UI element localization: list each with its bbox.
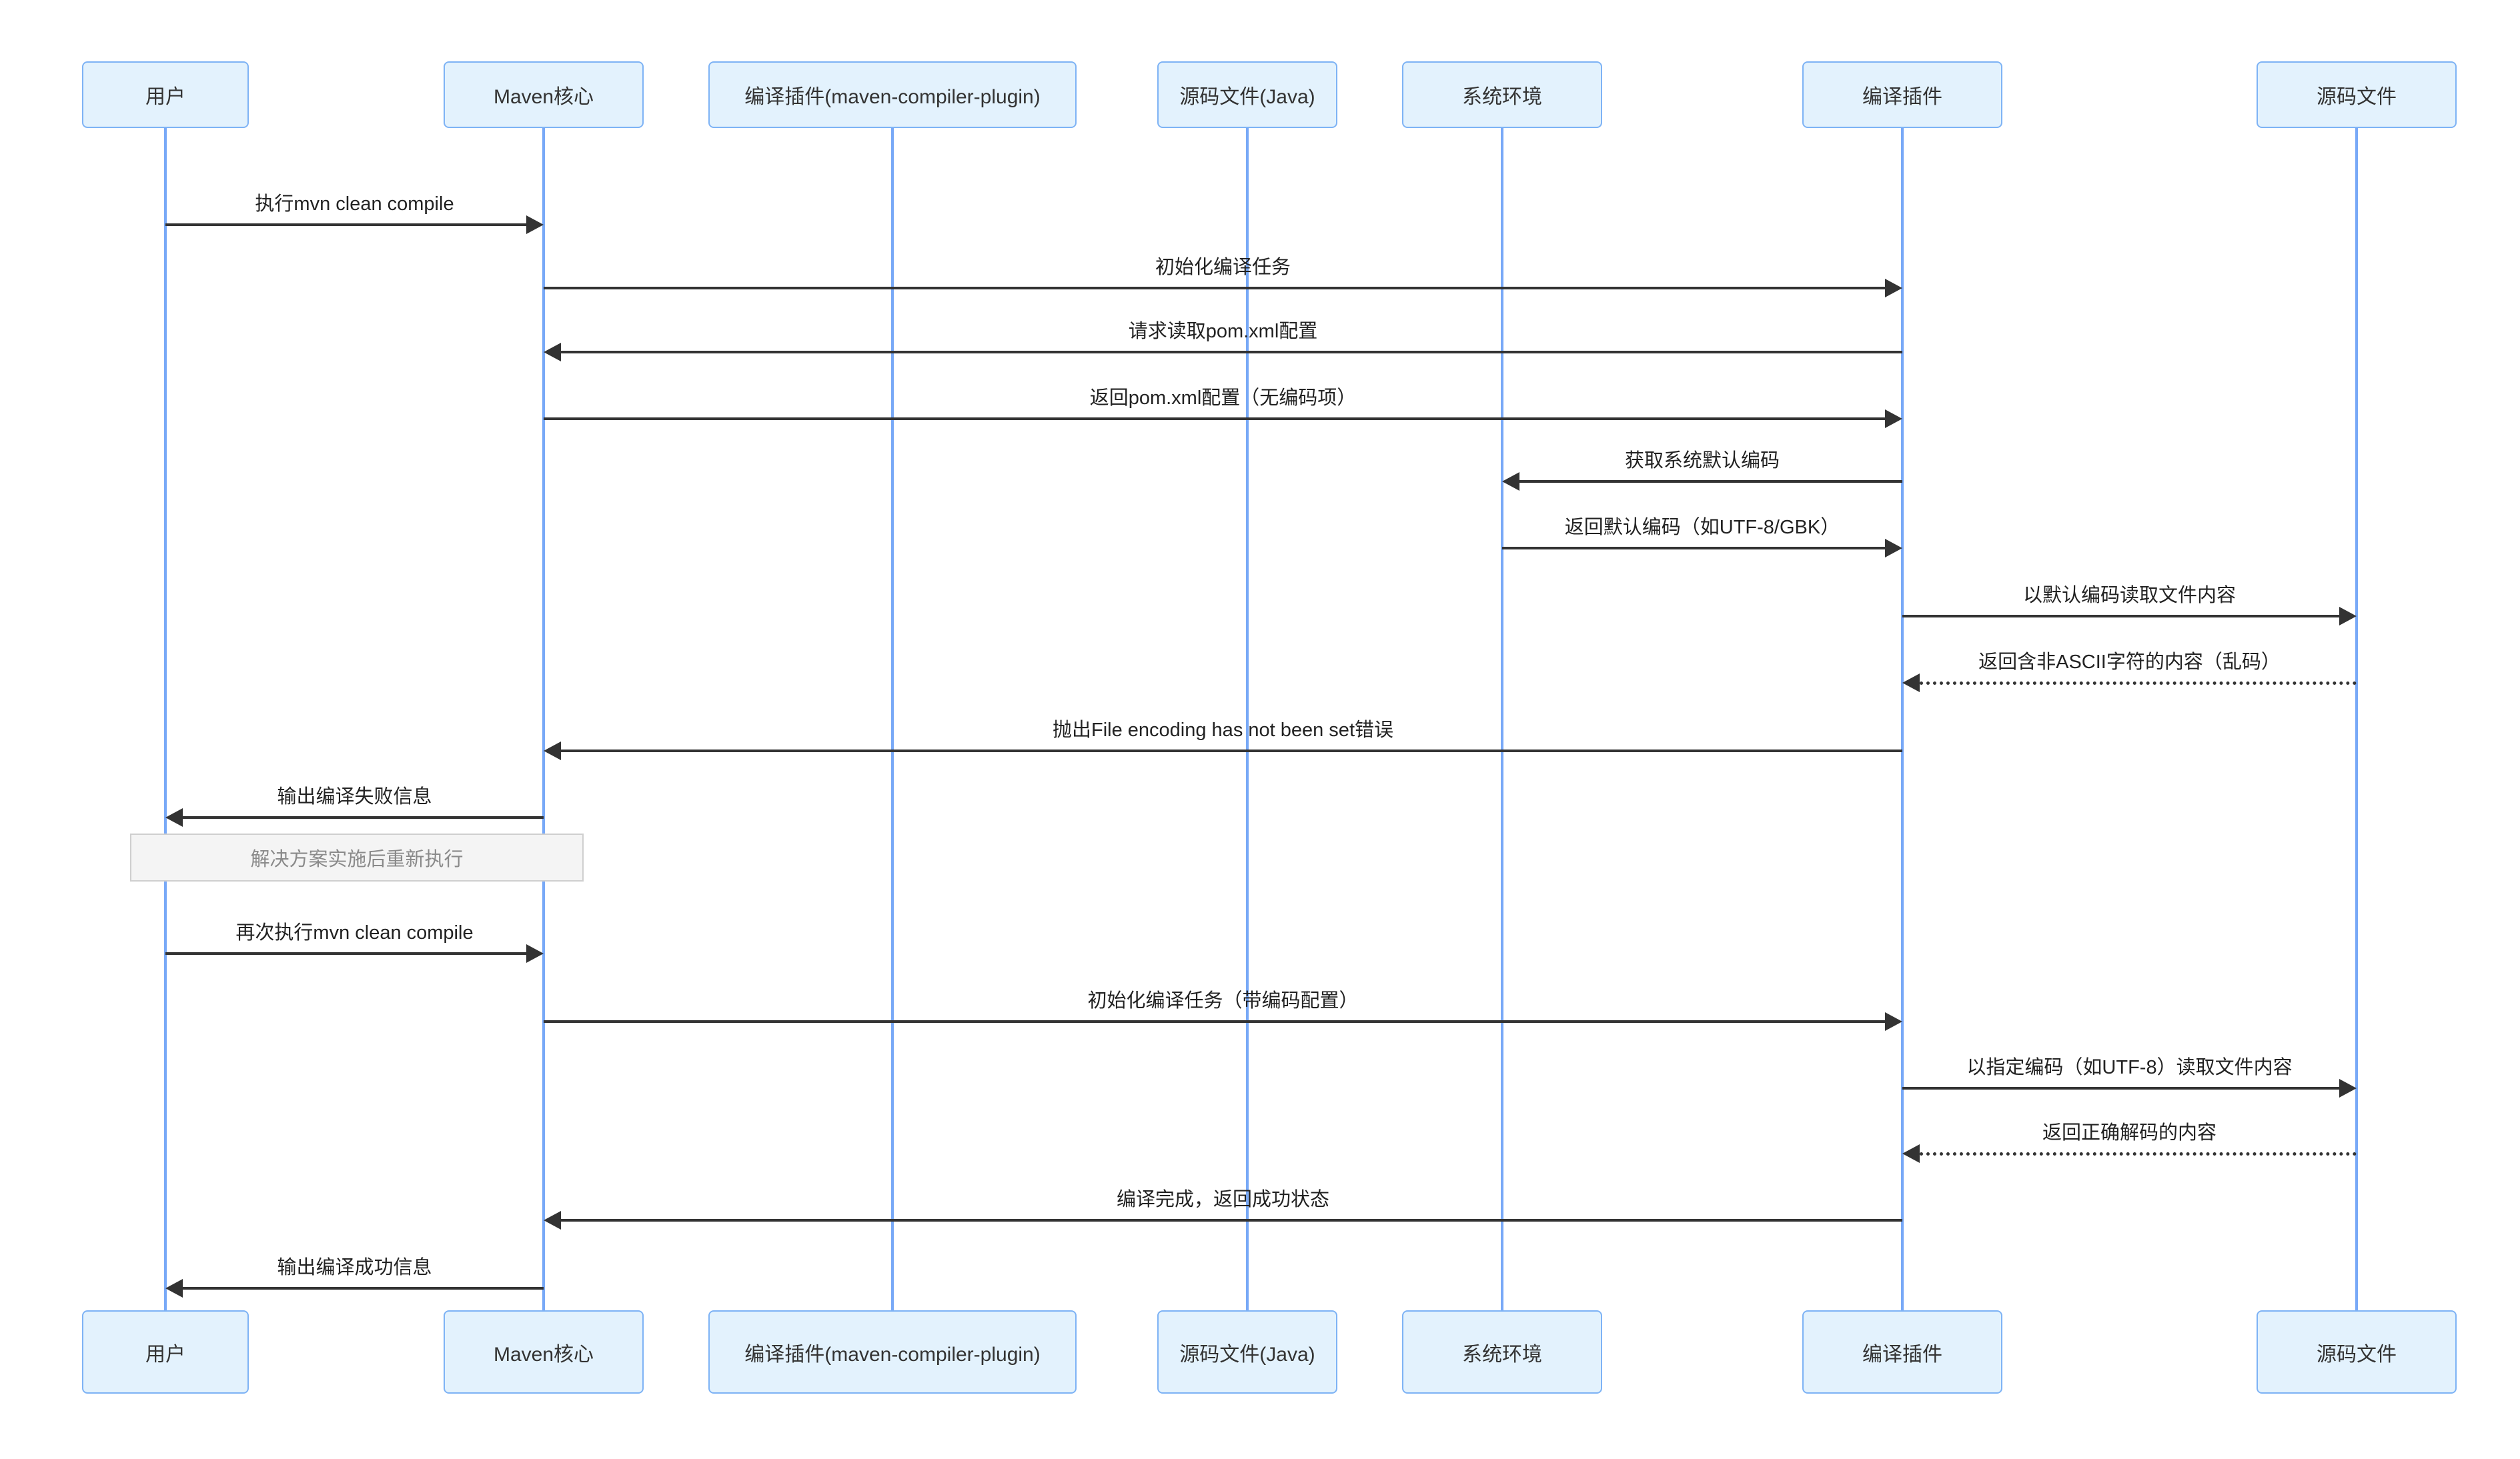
participant-srcfile-bottom[interactable]: 源码文件 [2257, 1310, 2457, 1394]
participant-maven-bottom[interactable]: Maven核心 [444, 1310, 644, 1394]
participant-sysenv-top[interactable]: 系统环境 [1402, 61, 1602, 128]
message-line-m16 [183, 1287, 544, 1290]
message-line-m5 [1519, 480, 1902, 483]
message-arrowhead-m4 [1885, 409, 1902, 428]
message-arrowhead-m1 [526, 215, 544, 234]
participant-user-bottom[interactable]: 用户 [82, 1310, 249, 1394]
lifeline-user [164, 128, 167, 1310]
lifeline-plugin1 [891, 128, 894, 1310]
message-label-m9: 抛出File encoding has not been set错误 [1053, 719, 1393, 741]
participant-label: 编译插件(maven-compiler-plugin) [744, 1343, 1041, 1366]
message-label-m11: 再次执行mvn clean compile [235, 922, 474, 944]
message-line-m1 [165, 223, 526, 226]
message-line-m14 [1920, 1152, 2357, 1156]
participant-srcjava-top[interactable]: 源码文件(Java) [1157, 61, 1337, 128]
message-line-m10 [183, 816, 544, 819]
message-arrowhead-m8 [1902, 673, 1920, 692]
participant-label: 源码文件(Java) [1179, 1343, 1315, 1366]
message-label-m12: 初始化编译任务（带编码配置） [1087, 990, 1359, 1012]
message-label-m2: 初始化编译任务 [1155, 257, 1291, 278]
participant-label: 系统环境 [1462, 1343, 1542, 1366]
message-label-m3: 请求读取pom.xml配置 [1128, 321, 1318, 342]
note-label: 解决方案实施后重新执行 [250, 849, 464, 870]
participant-label: 源码文件(Java) [1179, 86, 1315, 108]
participant-label: 编译插件(maven-compiler-plugin) [744, 86, 1041, 108]
message-arrowhead-m15 [544, 1211, 561, 1230]
message-arrowhead-m9 [544, 742, 561, 760]
message-label-m1: 执行mvn clean compile [255, 193, 454, 215]
participant-plugin2-bottom[interactable]: 编译插件 [1802, 1310, 2002, 1394]
participant-label: Maven核心 [493, 1343, 594, 1366]
message-label-m5: 获取系统默认编码 [1624, 450, 1780, 471]
message-label-m6: 返回默认编码（如UTF-8/GBK） [1564, 517, 1840, 538]
message-line-m13 [1902, 1087, 2339, 1090]
message-line-m7 [1902, 615, 2339, 617]
message-label-m4: 返回pom.xml配置（无编码项） [1089, 387, 1357, 409]
message-arrowhead-m2 [1885, 279, 1902, 297]
lifeline-plugin2 [1901, 128, 1904, 1310]
message-arrowhead-m3 [544, 343, 561, 361]
message-line-m15 [561, 1219, 1902, 1222]
message-line-m8 [1920, 681, 2357, 685]
message-label-m15: 编译完成，返回成功状态 [1116, 1189, 1330, 1210]
participant-label: 源码文件 [2317, 86, 2397, 108]
message-arrowhead-m6 [1885, 539, 1902, 557]
participant-plugin2-top[interactable]: 编译插件 [1802, 61, 2002, 128]
participant-user-top[interactable]: 用户 [82, 61, 249, 128]
participant-sysenv-bottom[interactable]: 系统环境 [1402, 1310, 1602, 1394]
participant-label: 源码文件 [2317, 1343, 2397, 1366]
participant-label: 编译插件 [1862, 1343, 1942, 1366]
participant-maven-top[interactable]: Maven核心 [444, 61, 644, 128]
message-arrowhead-m16 [165, 1279, 183, 1298]
participant-label: Maven核心 [493, 86, 594, 108]
note-n1: 解决方案实施后重新执行 [130, 834, 584, 882]
message-arrowhead-m5 [1502, 472, 1519, 491]
participant-plugin1-bottom[interactable]: 编译插件(maven-compiler-plugin) [708, 1310, 1077, 1394]
message-label-m13: 以指定编码（如UTF-8）读取文件内容 [1966, 1057, 2293, 1078]
message-line-m2 [544, 287, 1885, 289]
message-line-m11 [165, 952, 526, 955]
participant-label: 用户 [145, 1343, 185, 1366]
message-arrowhead-m12 [1885, 1012, 1902, 1031]
message-label-m8: 返回含非ASCII字符的内容（乱码） [1978, 651, 2281, 673]
message-label-m10: 输出编译失败信息 [277, 786, 432, 808]
message-arrowhead-m13 [2339, 1079, 2357, 1098]
message-arrowhead-m11 [526, 944, 544, 963]
lifeline-sysenv [1501, 128, 1503, 1310]
message-arrowhead-m10 [165, 808, 183, 827]
message-line-m9 [561, 750, 1902, 752]
participant-plugin1-top[interactable]: 编译插件(maven-compiler-plugin) [708, 61, 1077, 128]
lifeline-srcfile [2355, 128, 2358, 1310]
lifeline-maven [542, 128, 545, 1310]
message-line-m6 [1502, 547, 1885, 549]
participant-label: 系统环境 [1462, 86, 1542, 108]
participant-srcfile-top[interactable]: 源码文件 [2257, 61, 2457, 128]
message-line-m4 [544, 417, 1885, 420]
message-arrowhead-m14 [1902, 1144, 1920, 1163]
message-label-m7: 以默认编码读取文件内容 [2022, 585, 2237, 606]
message-label-m16: 输出编译成功信息 [277, 1257, 432, 1278]
participant-label: 编译插件 [1862, 86, 1942, 108]
message-line-m3 [561, 351, 1902, 353]
message-arrowhead-m7 [2339, 607, 2357, 625]
participant-label: 用户 [145, 86, 185, 108]
lifeline-srcjava [1246, 128, 1249, 1310]
message-line-m12 [544, 1020, 1885, 1023]
participant-srcjava-bottom[interactable]: 源码文件(Java) [1157, 1310, 1337, 1394]
message-label-m14: 返回正确解码的内容 [2042, 1122, 2217, 1144]
